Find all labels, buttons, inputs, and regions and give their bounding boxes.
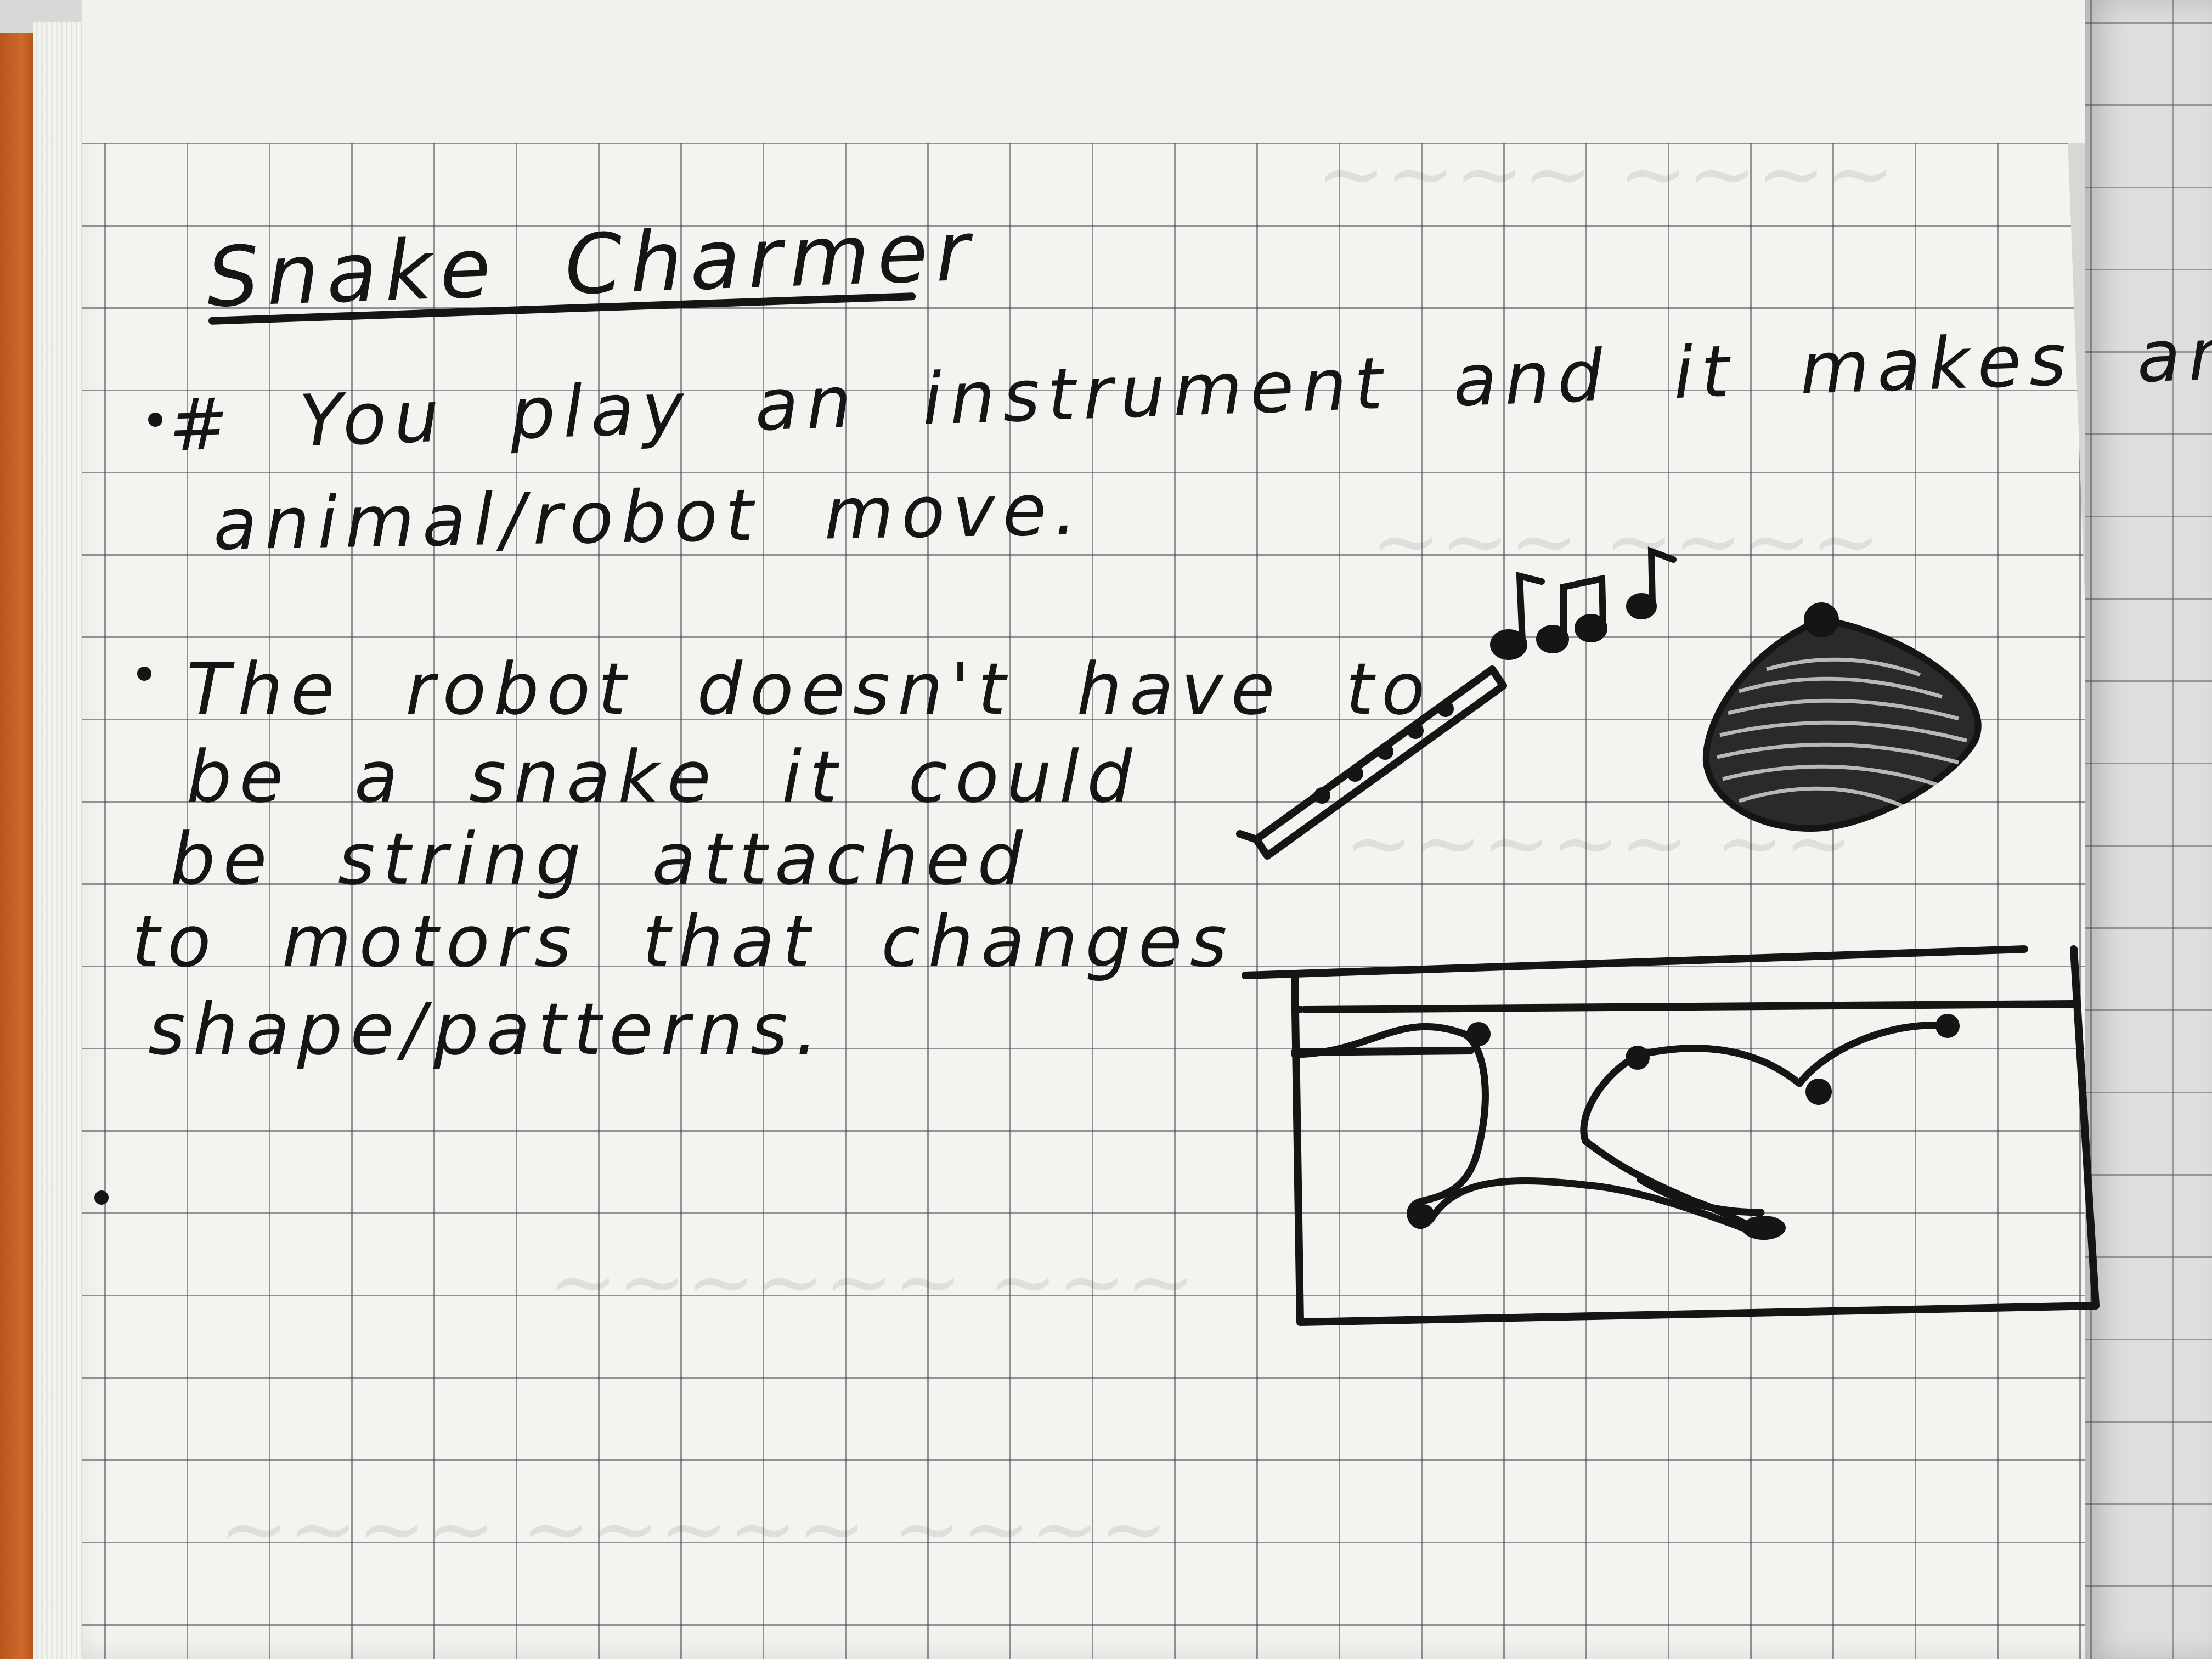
string-lines — [1291, 1022, 1951, 1238]
bleed-through: ~~~~ ~~~~~ ~~~~ — [219, 1481, 1169, 1577]
flute-notes-sketch — [1236, 546, 1677, 860]
box-outline — [1242, 945, 2100, 1326]
motor-dots — [1413, 1014, 1960, 1240]
bullet-marker — [137, 667, 151, 681]
bullet-marker — [94, 1190, 109, 1205]
note-line: The robot doesn't have to — [187, 647, 1433, 731]
basket-icon — [1702, 602, 1982, 832]
basket-sketch — [1702, 602, 1982, 832]
note-line: be a snake it could — [187, 735, 1140, 819]
bleed-through: ~~~~ ~~~~ — [1317, 126, 1895, 222]
bullet-marker — [148, 413, 162, 427]
note-line: animal/robot move. — [212, 467, 1085, 566]
note-line: to motors that changes — [132, 900, 1235, 983]
motor-box-sketch — [1242, 945, 2100, 1326]
page-top-margin — [82, 0, 2112, 143]
note-line: be string attached — [170, 817, 1030, 901]
facing-page — [2085, 0, 2212, 1659]
music-notes-icon — [1490, 546, 1677, 660]
bleed-through: ~~~~~~ ~~~ — [549, 1234, 1195, 1330]
flute-icon — [1236, 665, 1507, 860]
note-line: shape/patterns. — [148, 988, 826, 1071]
bleed-through: ~~~ ~~~~ — [1372, 494, 1881, 589]
